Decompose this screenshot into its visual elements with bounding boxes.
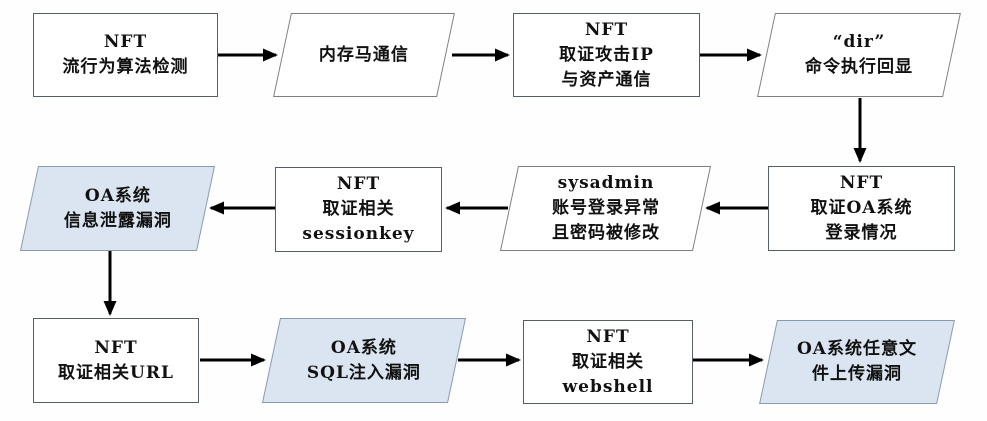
node-nft-webshell-forensics: NFT 取证相关 webshell bbox=[523, 320, 693, 404]
node-label: NFT 取证攻击IP 与资产通信 bbox=[559, 19, 654, 90]
node-label: NFT 流行为算法检测 bbox=[62, 32, 189, 77]
node-nft-sessionkey-forensics: NFT 取证相关 sessionkey bbox=[275, 167, 442, 252]
node-label: NFT 取证相关URL bbox=[58, 337, 174, 383]
node-oa-file-upload-vuln: OA系统任意文 件上传漏洞 bbox=[759, 320, 955, 404]
node-oa-sql-injection-vuln: OA系统 SQL注入漏洞 bbox=[261, 318, 467, 403]
node-label: OA系统 SQL注入漏洞 bbox=[306, 337, 422, 383]
node-oa-info-leak-vuln: OA系统 信息泄露漏洞 bbox=[19, 166, 216, 251]
node-label: 内存马通信 bbox=[319, 44, 409, 65]
node-label: NFT 取证相关 sessionkey bbox=[302, 174, 415, 244]
node-label: OA系统 信息泄露漏洞 bbox=[63, 185, 172, 231]
node-nft-forensic-attack-ip: NFT 取证攻击IP 与资产通信 bbox=[513, 13, 700, 97]
node-label: OA系统任意文 件上传漏洞 bbox=[797, 339, 917, 384]
node-nft-url-forensics: NFT 取证相关URL bbox=[33, 318, 199, 403]
node-label: sysadmin 账号登录异常 且密码被修改 bbox=[551, 173, 660, 243]
node-label: NFT 取证OA系统 登录情况 bbox=[810, 173, 913, 243]
node-sysadmin-login-anomaly: sysadmin 账号登录异常 且密码被修改 bbox=[499, 166, 712, 251]
node-memory-trojan-comm: 内存马通信 bbox=[273, 13, 455, 97]
node-label: “dir” 命令执行回显 bbox=[805, 32, 913, 77]
node-dir-command-echo: “dir” 命令执行回显 bbox=[757, 13, 961, 97]
node-nft-behavior-detection: NFT 流行为算法检测 bbox=[33, 13, 218, 97]
node-nft-oa-login-forensics: NFT 取证OA系统 登录情况 bbox=[768, 166, 955, 251]
node-label: NFT 取证相关 webshell bbox=[562, 326, 654, 397]
